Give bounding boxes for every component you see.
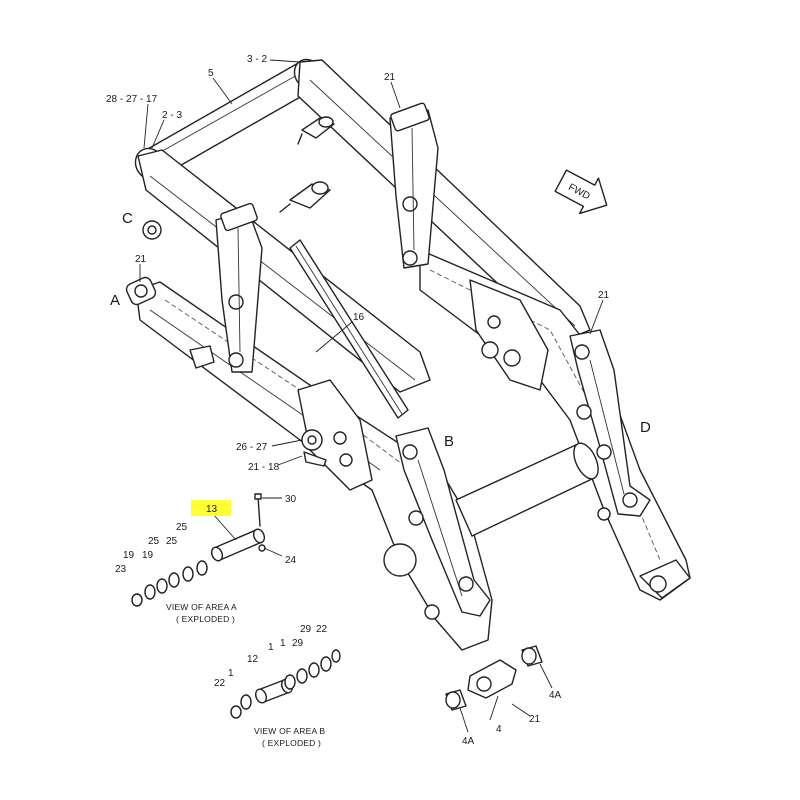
callout-24: 24 bbox=[285, 555, 297, 566]
exploded-view-b: VIEW OF AREA B ( EXPLODED ) bbox=[230, 649, 341, 748]
callout-4a-left: 4A bbox=[462, 736, 475, 747]
callout-1-c: 1 bbox=[228, 668, 234, 679]
washers-b bbox=[230, 649, 341, 719]
callout-29-b: 29 bbox=[292, 638, 304, 649]
tie-rod bbox=[289, 239, 409, 419]
upper-pins bbox=[279, 116, 335, 213]
callout-21-right: 21 bbox=[598, 290, 610, 301]
callout-2-3: 2 - 3 bbox=[162, 110, 182, 121]
callout-19-b: 19 bbox=[142, 550, 154, 561]
link-d bbox=[569, 329, 651, 521]
loader-frame-drawing bbox=[125, 58, 691, 711]
lower-cross-tube bbox=[455, 442, 599, 537]
callout-21-left: 21 bbox=[135, 254, 147, 265]
view-b-title: VIEW OF AREA B bbox=[254, 726, 325, 736]
link-b bbox=[395, 427, 491, 620]
highlight-13 bbox=[191, 500, 231, 516]
callout-22-a: 22 bbox=[316, 624, 328, 635]
area-label-a: A bbox=[110, 292, 120, 309]
leader-lines bbox=[139, 59, 604, 733]
view-a-subtitle: ( EXPLODED ) bbox=[176, 614, 235, 624]
right-vertical-link bbox=[389, 102, 439, 269]
callout-22-b: 22 bbox=[214, 678, 226, 689]
left-pins bbox=[125, 220, 215, 369]
callout-25-a: 25 bbox=[176, 522, 188, 533]
exploded-view-a: VIEW OF AREA A ( EXPLODED ) bbox=[131, 493, 266, 624]
forward-arrow: FWD bbox=[554, 169, 608, 215]
callout-5: 5 bbox=[208, 68, 214, 79]
area-label-d: D bbox=[640, 419, 651, 436]
left-upper-beam bbox=[137, 149, 431, 393]
callout-29-a: 29 bbox=[300, 624, 312, 635]
washers-a bbox=[131, 560, 208, 607]
callout-21-bottom: 21 bbox=[529, 714, 541, 725]
view-a-title: VIEW OF AREA A bbox=[166, 602, 237, 612]
right-upper-beam bbox=[297, 59, 591, 343]
callout-21-18: 21 - 18 bbox=[248, 462, 280, 473]
callout-19-a: 19 bbox=[123, 550, 135, 561]
callout-21-top: 21 bbox=[384, 72, 396, 83]
callout-3-2: 3 - 2 bbox=[247, 54, 267, 65]
area-label-b: B bbox=[444, 433, 454, 450]
arm-ends bbox=[383, 543, 691, 699]
callout-16: 16 bbox=[353, 312, 365, 323]
callout-13: 13 bbox=[206, 504, 218, 515]
callout-26-27: 26 - 27 bbox=[236, 442, 268, 453]
callout-4a-right: 4A bbox=[549, 690, 562, 701]
plate-pin bbox=[301, 429, 327, 467]
callout-25-c: 25 bbox=[166, 536, 178, 547]
bushings-4a bbox=[445, 645, 543, 711]
callout-28-27-17: 28 - 27 - 17 bbox=[106, 94, 158, 105]
callout-25-b: 25 bbox=[148, 536, 160, 547]
view-b-subtitle: ( EXPLODED ) bbox=[262, 738, 321, 748]
gusset-plates bbox=[297, 279, 549, 491]
callout-4: 4 bbox=[496, 724, 502, 735]
callout-1-b: 1 bbox=[280, 638, 286, 649]
callout-30: 30 bbox=[285, 494, 297, 505]
bolt-30 bbox=[254, 493, 262, 527]
pin-13 bbox=[210, 528, 266, 562]
callout-1-a: 1 bbox=[268, 642, 274, 653]
area-label-c: C bbox=[122, 210, 133, 227]
callout-numbers: 3 - 2 5 28 - 27 - 17 2 - 3 21 21 21 16 2… bbox=[106, 54, 651, 747]
callout-23: 23 bbox=[115, 564, 127, 575]
left-vertical-link bbox=[215, 202, 263, 373]
callout-12: 12 bbox=[247, 654, 259, 665]
